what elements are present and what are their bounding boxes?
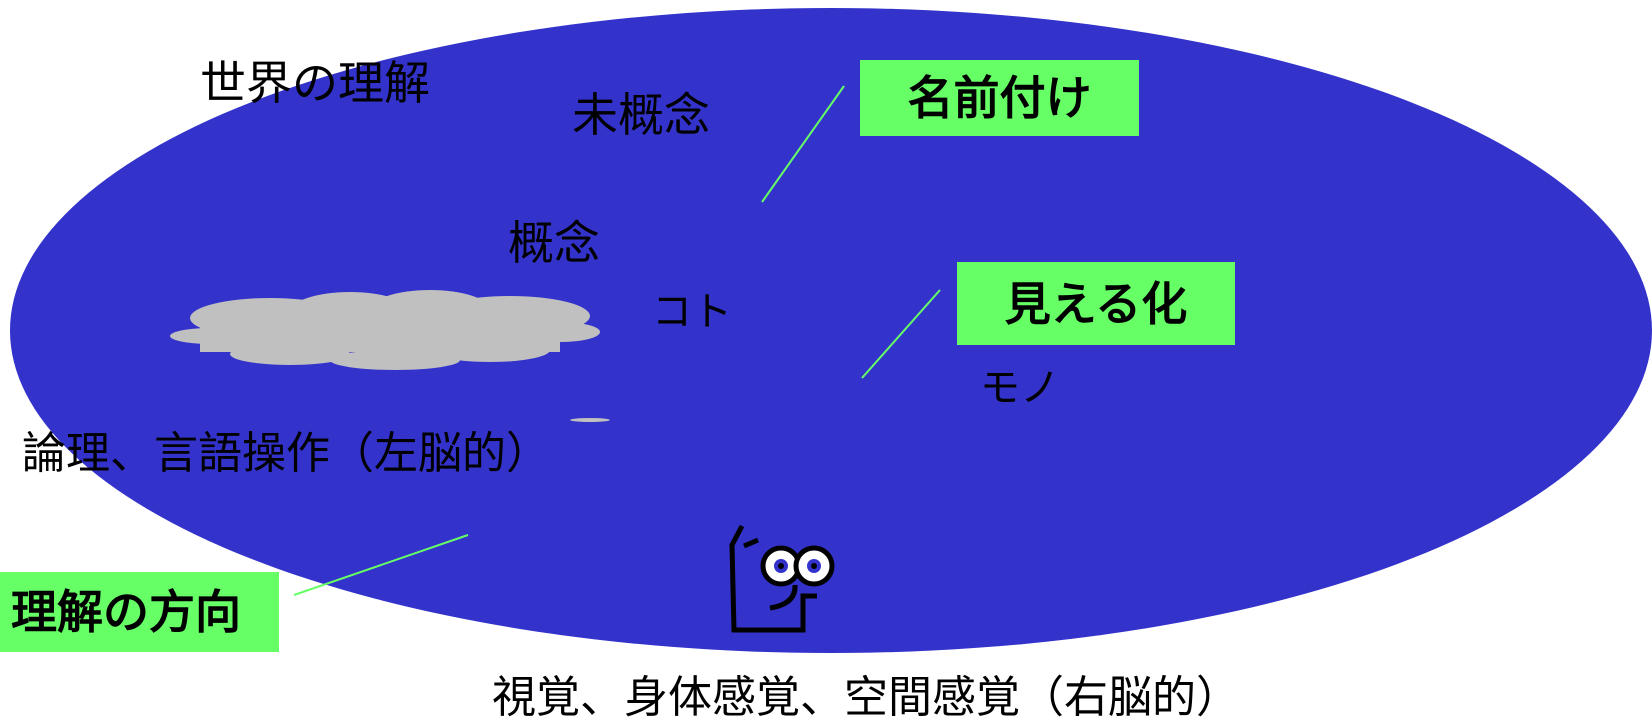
small-cloud-fragment <box>570 418 610 422</box>
left-brain-label: 論理、言語操作（左脳的） <box>22 428 550 479</box>
visualization-box-label: 見える化 <box>1004 276 1188 331</box>
naming-box: 名前付け <box>860 60 1139 136</box>
thinking-face-icon <box>729 524 835 633</box>
naming-box-label: 名前付け <box>907 71 1092 125</box>
unconcept-label: 未概念 <box>572 88 710 142</box>
concept-label: 概念 <box>508 216 600 270</box>
cloud-icon <box>170 290 600 370</box>
world-understanding-label: 世界の理解 <box>200 56 430 110</box>
leader-line-visualization <box>861 289 941 379</box>
leader-line-naming <box>761 85 845 203</box>
leader-line-direction <box>293 534 469 596</box>
right-brain-label: 視覚、身体感覚、空間感覚（右脳的） <box>492 672 1240 723</box>
koto-label: コト <box>652 289 732 335</box>
visualization-box: 見える化 <box>957 262 1235 345</box>
understanding-direction-box-label: 理解の方向 <box>11 585 241 639</box>
understanding-direction-box: 理解の方向 <box>0 572 279 652</box>
mono-label: モノ <box>980 365 1060 411</box>
